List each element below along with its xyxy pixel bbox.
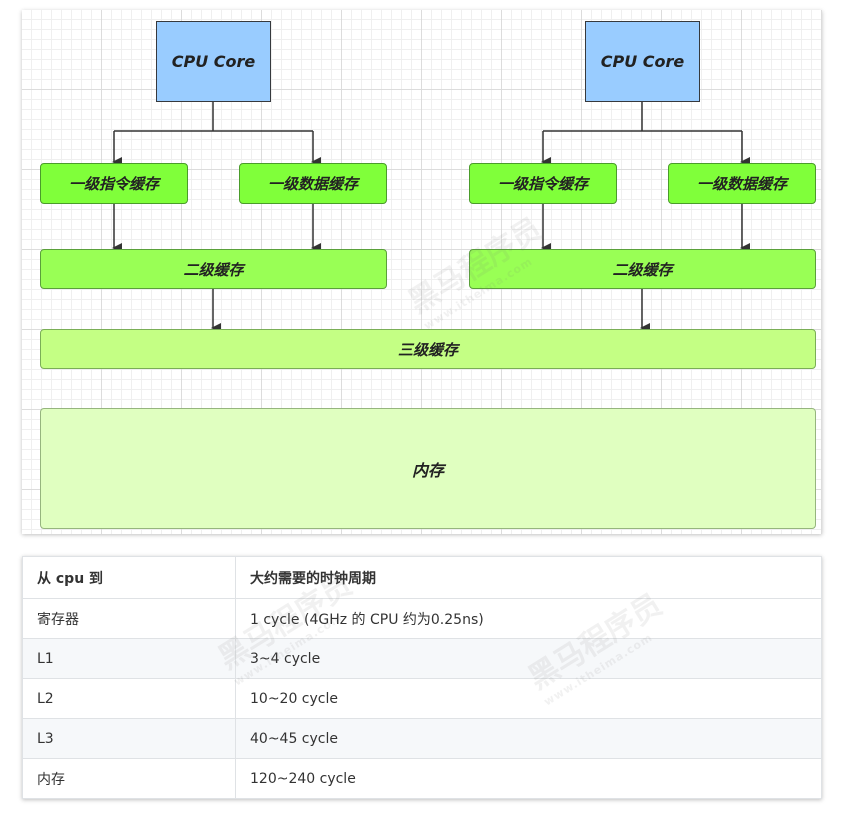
column-header-source: 从 cpu 到 — [22, 556, 236, 599]
column-header-cycles: 大约需要的时钟周期 — [235, 556, 822, 599]
table-cell-cycles: 1 cycle (4GHz 的 CPU 约为0.25ns) — [235, 598, 822, 639]
table-row: L1 3~4 cycle — [22, 638, 822, 679]
table-cell-source: L2 — [22, 678, 236, 719]
l3-cache: 三级缓存 — [40, 329, 816, 369]
table-cell-cycles: 120~240 cycle — [235, 758, 822, 799]
table-cell-cycles: 10~20 cycle — [235, 678, 822, 719]
table-cell-source: 内存 — [22, 758, 236, 799]
table-cell-source: 寄存器 — [22, 598, 236, 639]
l1-instruction-cache-right: 一级指令缓存 — [469, 163, 617, 204]
l2-cache-right: 二级缓存 — [469, 249, 816, 289]
table-row: L2 10~20 cycle — [22, 678, 822, 719]
table-row: 寄存器 1 cycle (4GHz 的 CPU 约为0.25ns) — [22, 598, 822, 639]
l1-instruction-cache-left: 一级指令缓存 — [40, 163, 188, 204]
table-row: L3 40~45 cycle — [22, 718, 822, 759]
latency-table-card: 从 cpu 到 大约需要的时钟周期 寄存器 1 cycle (4GHz 的 CP… — [22, 556, 822, 799]
connector-arrows — [112, 101, 750, 333]
l2-cache-left: 二级缓存 — [40, 249, 387, 289]
table-cell-cycles: 40~45 cycle — [235, 718, 822, 759]
table-header-row: 从 cpu 到 大约需要的时钟周期 — [22, 556, 822, 599]
table-cell-source: L1 — [22, 638, 236, 679]
cache-hierarchy-diagram: CPU Core CPU Core 一级指令缓存 一级数据缓存 一级指令缓存 一… — [22, 10, 822, 534]
table-cell-cycles: 3~4 cycle — [235, 638, 822, 679]
cpu-core-right: CPU Core — [585, 21, 700, 102]
table-cell-source: L3 — [22, 718, 236, 759]
cpu-core-left: CPU Core — [156, 21, 271, 102]
main-memory: 内存 — [40, 408, 816, 529]
latency-table: 从 cpu 到 大约需要的时钟周期 寄存器 1 cycle (4GHz 的 CP… — [22, 556, 822, 799]
l1-data-cache-left: 一级数据缓存 — [239, 163, 387, 204]
table-row: 内存 120~240 cycle — [22, 758, 822, 799]
l1-data-cache-right: 一级数据缓存 — [668, 163, 816, 204]
